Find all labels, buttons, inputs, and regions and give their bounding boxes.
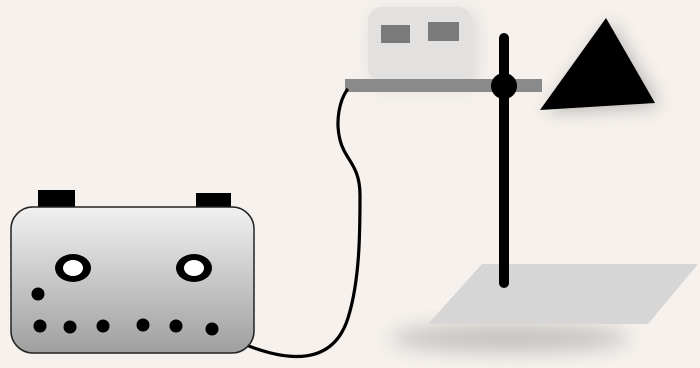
battery-dot-4 — [136, 318, 150, 332]
battery-eye-left — [55, 254, 91, 282]
sensor-window-right — [428, 22, 459, 41]
battery-dot-2 — [63, 320, 77, 334]
battery-dot-1 — [33, 319, 47, 333]
battery-body — [10, 206, 255, 354]
battery-eye-right — [176, 254, 212, 282]
base-plate-shadow — [390, 324, 630, 352]
sensor-device — [368, 7, 472, 81]
triangular-flag — [540, 18, 655, 110]
battery-dot-side — [31, 287, 45, 301]
battery-dot-6 — [205, 322, 219, 336]
base-plate — [428, 264, 698, 324]
wire — [210, 88, 362, 359]
sensor-window-left — [381, 25, 410, 43]
clamp-joint — [491, 73, 517, 99]
battery-dot-5 — [169, 319, 183, 333]
battery-terminal-left — [38, 190, 75, 210]
battery-dot-3 — [96, 319, 110, 333]
